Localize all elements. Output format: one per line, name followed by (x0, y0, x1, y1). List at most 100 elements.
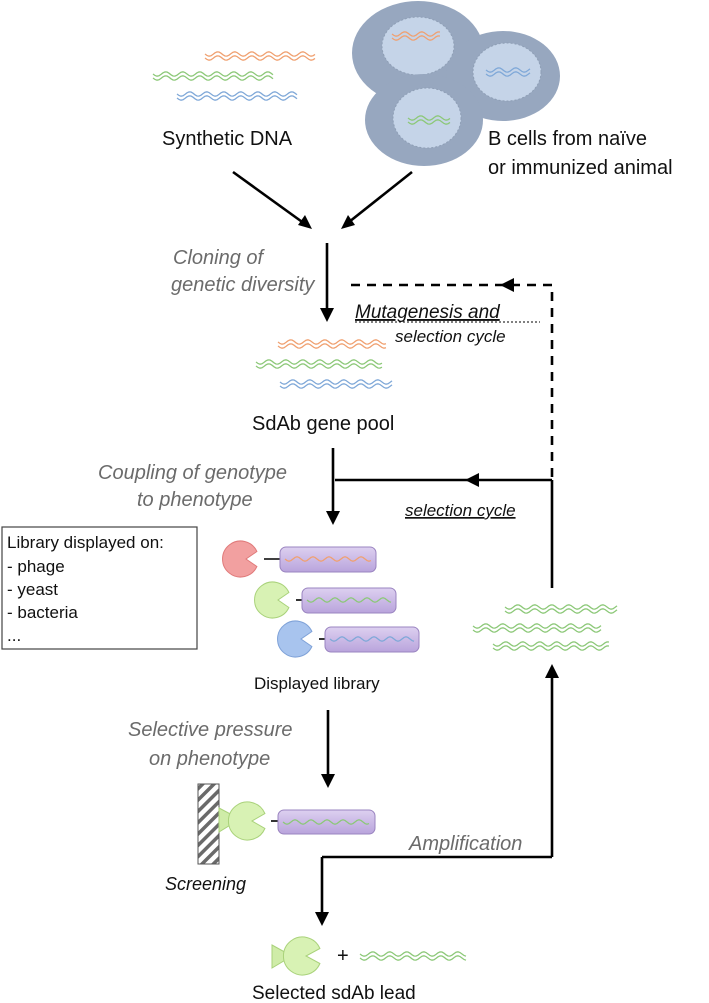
gene-pool-label: SdAb gene pool (252, 413, 394, 435)
arrowhead (545, 664, 559, 678)
antigen-triangle (271, 944, 294, 969)
dna-strand-blue (176, 91, 298, 101)
dna-wave (284, 556, 372, 562)
dna-wave (472, 627, 602, 633)
display-capsule (324, 626, 420, 653)
library-box-item: ... (7, 626, 21, 645)
dna-wave (176, 95, 298, 101)
dna-strand-green (492, 641, 610, 651)
b-cells (352, 1, 560, 166)
binder-head-green (254, 581, 290, 619)
b-cells-label-line1: B cells from naïve (488, 128, 647, 150)
dna-wave (306, 597, 392, 603)
b-cell-dna-orange (391, 31, 441, 41)
dna-wave (277, 343, 387, 349)
arrowhead (500, 278, 514, 292)
binder-head-lead (283, 936, 321, 976)
step-coupling-line1: Coupling of genotype (98, 462, 287, 484)
step-coupling-line2: to phenotype (137, 489, 253, 511)
display-unit-red (222, 540, 377, 578)
target-surface (197, 783, 220, 865)
arrowhead (341, 215, 355, 229)
display-unit-blue (277, 620, 420, 658)
arrowhead (298, 215, 312, 229)
dna-wave (277, 339, 387, 345)
capsule-gene (306, 597, 392, 603)
display-unit-green (254, 581, 397, 619)
library-box-frame (1, 526, 198, 650)
dna-wave (152, 71, 274, 77)
dna-strand-green (359, 951, 467, 961)
binder-head-bound (228, 801, 266, 841)
capsule-gene (329, 636, 415, 642)
displayed-library-label: Displayed library (254, 674, 380, 693)
step-cloning-line1: Cloning of (173, 247, 266, 269)
library-box-item: - phage (7, 557, 65, 576)
library-box-item: - bacteria (7, 603, 78, 622)
step-pressure-line1: Selective pressure (128, 719, 293, 741)
library-box-title: Library displayed on: (7, 533, 164, 552)
dna-wave (255, 359, 383, 365)
screening-label: Screening (165, 874, 246, 894)
arrowhead (315, 912, 329, 926)
b-cell (365, 74, 483, 166)
library-box-item: - yeast (7, 580, 58, 599)
arrowhead (320, 308, 334, 322)
selection-cycle-loop (335, 473, 554, 588)
dna-strand-green (472, 623, 602, 633)
arrow-synthetic (232, 170, 306, 226)
dna-strand-blue (279, 379, 393, 389)
dna-wave (204, 55, 316, 61)
synthetic-dna-label: Synthetic DNA (162, 128, 293, 150)
dna-wave (204, 51, 316, 57)
dna-strand-green (255, 359, 383, 369)
dna-wave (472, 623, 602, 629)
amplification-label: Amplification (408, 833, 522, 855)
step-pressure-line2: on phenotype (149, 748, 270, 770)
b-cells-label-line2: or immunized animal (488, 157, 673, 179)
dna-wave (407, 115, 451, 121)
arrowhead (321, 774, 335, 788)
dna-wave (492, 645, 610, 651)
dna-wave (504, 608, 618, 614)
binder-head-red (222, 540, 258, 578)
amplified-strands (472, 604, 618, 651)
gene-pool-strands (255, 339, 393, 389)
arrowhead (326, 511, 340, 525)
mutagenesis-label-line1: Mutagenesis and (355, 302, 501, 323)
b-cell-dna-green (407, 115, 451, 125)
capsule-gene (284, 556, 372, 562)
library-box: Library displayed on: - phage - yeast - … (1, 526, 198, 650)
dna-wave (255, 363, 383, 369)
dna-wave (279, 383, 393, 389)
dna-wave (391, 31, 441, 37)
arrow-bcells (348, 170, 413, 224)
dna-wave (485, 67, 531, 73)
step-cloning-line2: genetic diversity (171, 274, 315, 296)
dna-strand-orange (277, 339, 387, 349)
dna-strand-green (504, 604, 618, 614)
dna-wave (282, 819, 370, 825)
mutagenesis-label-line2: selection cycle (395, 327, 506, 346)
dna-wave (329, 636, 415, 642)
dna-wave (359, 951, 467, 957)
display-capsule (279, 546, 377, 573)
b-cell-dna-blue (485, 67, 531, 77)
dna-wave (152, 75, 274, 81)
display-capsule (277, 809, 376, 835)
mutagenesis-loop (345, 278, 554, 477)
dna-wave (492, 641, 610, 647)
dna-wave (407, 119, 451, 125)
binder-head-blue (277, 620, 313, 658)
dna-wave (279, 379, 393, 385)
selected-lead: + (271, 936, 467, 976)
plus-sign: + (337, 945, 349, 967)
capsule-gene (282, 819, 370, 825)
screening-target (197, 783, 376, 865)
dna-wave (485, 71, 531, 77)
amplification-loop (322, 664, 559, 859)
selection-cycle-label: selection cycle (405, 501, 516, 520)
arrowhead (465, 473, 479, 487)
dna-strand-orange (204, 51, 316, 61)
